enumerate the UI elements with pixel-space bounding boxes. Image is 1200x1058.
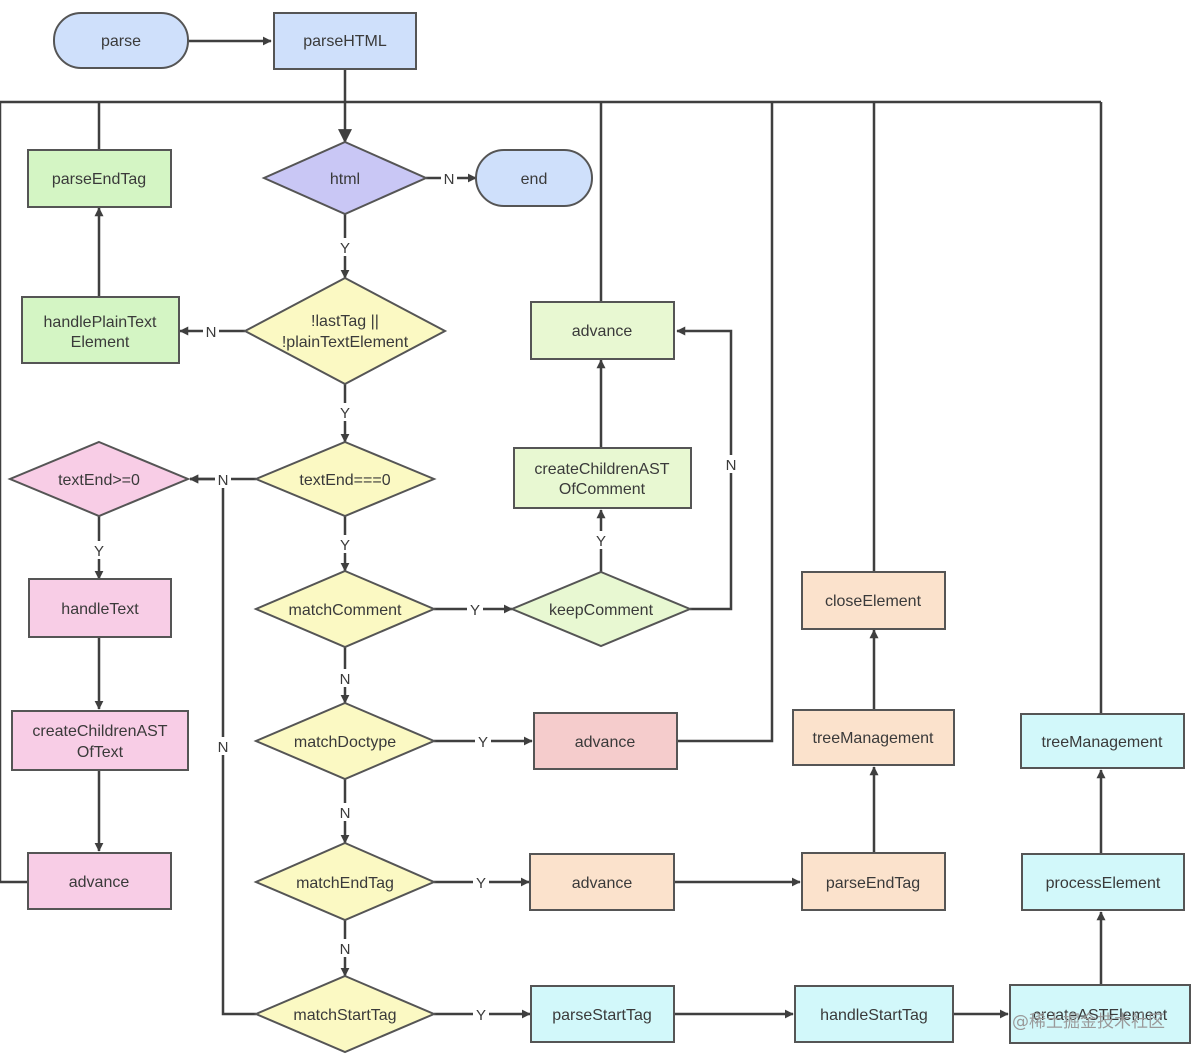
node-parseendtag-1-label: parseEndTag <box>52 171 146 188</box>
node-handlestarttag-label: handleStartTag <box>820 1007 928 1024</box>
node-createchildrenastofcomment-line1: createChildrenAST <box>534 461 669 478</box>
node-createastelement-label: createASTElement <box>1033 1007 1168 1024</box>
node-end <box>475 149 593 207</box>
node-matchendtag <box>253 841 437 922</box>
node-processelement-label: processElement <box>1046 875 1161 892</box>
node-textendge0-label: textEnd>=0 <box>58 472 140 489</box>
node-html <box>261 140 429 216</box>
label-lasttag-no: N <box>206 324 217 341</box>
node-closeelement-label: closeElement <box>825 593 922 610</box>
node-parsestarttag-label: parseStartTag <box>552 1007 652 1024</box>
label-lasttag-yes: Y <box>340 405 350 422</box>
node-handletext <box>28 578 172 638</box>
node-handlestarttag <box>794 985 954 1043</box>
node-advance-3 <box>27 852 172 910</box>
node-lasttag <box>242 276 448 386</box>
node-processelement <box>1021 853 1185 911</box>
node-keepcomment-label: keepComment <box>549 602 654 619</box>
node-textend0-label: textEnd===0 <box>299 472 390 489</box>
node-createchildrenastofcomment-line2: OfComment <box>559 481 646 498</box>
node-lasttag-line1: !lastTag || <box>311 313 379 330</box>
node-advance-2 <box>533 712 678 770</box>
node-matchendtag-label: matchEndTag <box>296 875 394 892</box>
label-matchcomment-no: N <box>340 671 351 688</box>
node-createchildrenastoftext <box>11 710 189 771</box>
label-keepcomment-yes: Y <box>596 533 606 550</box>
node-parseendtag-2 <box>801 852 946 911</box>
node-end-label: end <box>521 171 548 188</box>
node-parsehtml-label: parseHTML <box>303 33 387 50</box>
label-matchdoctype-yes: Y <box>478 734 488 751</box>
node-matchdoctype <box>253 701 437 781</box>
node-matchcomment-label: matchComment <box>289 602 402 619</box>
node-advance-4-label: advance <box>572 875 633 892</box>
node-treemanagement-2-label: treeManagement <box>1042 734 1164 751</box>
node-handletext-label: handleText <box>61 601 139 618</box>
node-handleplaintextelement <box>21 296 180 364</box>
node-createchildrenastofcomment <box>513 447 692 509</box>
node-textend0 <box>253 440 437 518</box>
edge-labels: N Y N Y N Y Y Y N Y N N Y N Y N Y <box>91 169 739 1024</box>
label-html-yes: Y <box>340 240 350 257</box>
edge-loop-left <box>0 102 28 884</box>
node-matchdoctype-label: matchDoctype <box>294 734 396 751</box>
node-parseendtag-2-label: parseEndTag <box>826 875 920 892</box>
watermark: @稀土掘金技术社区 <box>1012 1012 1165 1032</box>
node-advance-1-label: advance <box>572 323 633 340</box>
node-createchildrenastoftext-line2: OfText <box>77 744 124 761</box>
label-matchdoctype-no: N <box>340 805 351 822</box>
node-parseendtag-1 <box>27 149 172 208</box>
node-keepcomment <box>509 570 693 648</box>
node-handleplaintextelement-line1: handlePlainText <box>44 314 158 331</box>
node-textendge0 <box>7 440 191 518</box>
label-matchstarttag-yes: Y <box>476 1007 486 1024</box>
node-matchstarttag <box>253 974 437 1054</box>
node-advance-1 <box>530 301 675 360</box>
node-treemanagement-1-label: treeManagement <box>813 730 935 747</box>
node-lasttag-line2: !plainTextElement <box>282 334 409 351</box>
label-matchendtag-yes: Y <box>476 875 486 892</box>
node-parse <box>53 12 189 69</box>
node-parse-label: parse <box>101 33 141 50</box>
edge-advance3-to-bus <box>677 102 774 743</box>
node-closeelement <box>801 571 946 630</box>
label-textendge0-yes: Y <box>94 543 104 560</box>
node-createchildrenastoftext-line1: createChildrenAST <box>32 723 167 740</box>
node-handleplaintextelement-line2: Element <box>71 334 130 351</box>
node-createastelement <box>1009 984 1191 1044</box>
label-matchcomment-yes: Y <box>470 602 480 619</box>
label-matchendtag-no: N <box>340 941 351 958</box>
node-matchcomment <box>253 569 437 649</box>
node-advance-2-label: advance <box>575 734 636 751</box>
node-parsehtml <box>273 12 417 70</box>
label-html-no: N <box>444 171 455 188</box>
node-treemanagement-1 <box>792 709 955 766</box>
nodes: parse end parseHTML parseEndTag handlePl… <box>7 12 1191 1054</box>
node-advance-3-label: advance <box>69 874 130 891</box>
node-html-label: html <box>330 171 360 188</box>
node-matchstarttag-label: matchStartTag <box>293 1007 396 1024</box>
label-matchstarttag-no: N <box>218 739 229 756</box>
label-textend0-no: N <box>218 472 229 489</box>
label-textend0-yes: Y <box>340 537 350 554</box>
label-keepcomment-no: N <box>726 457 737 474</box>
node-advance-4 <box>529 853 675 911</box>
node-treemanagement-2 <box>1020 713 1185 769</box>
node-parsestarttag <box>530 985 675 1043</box>
